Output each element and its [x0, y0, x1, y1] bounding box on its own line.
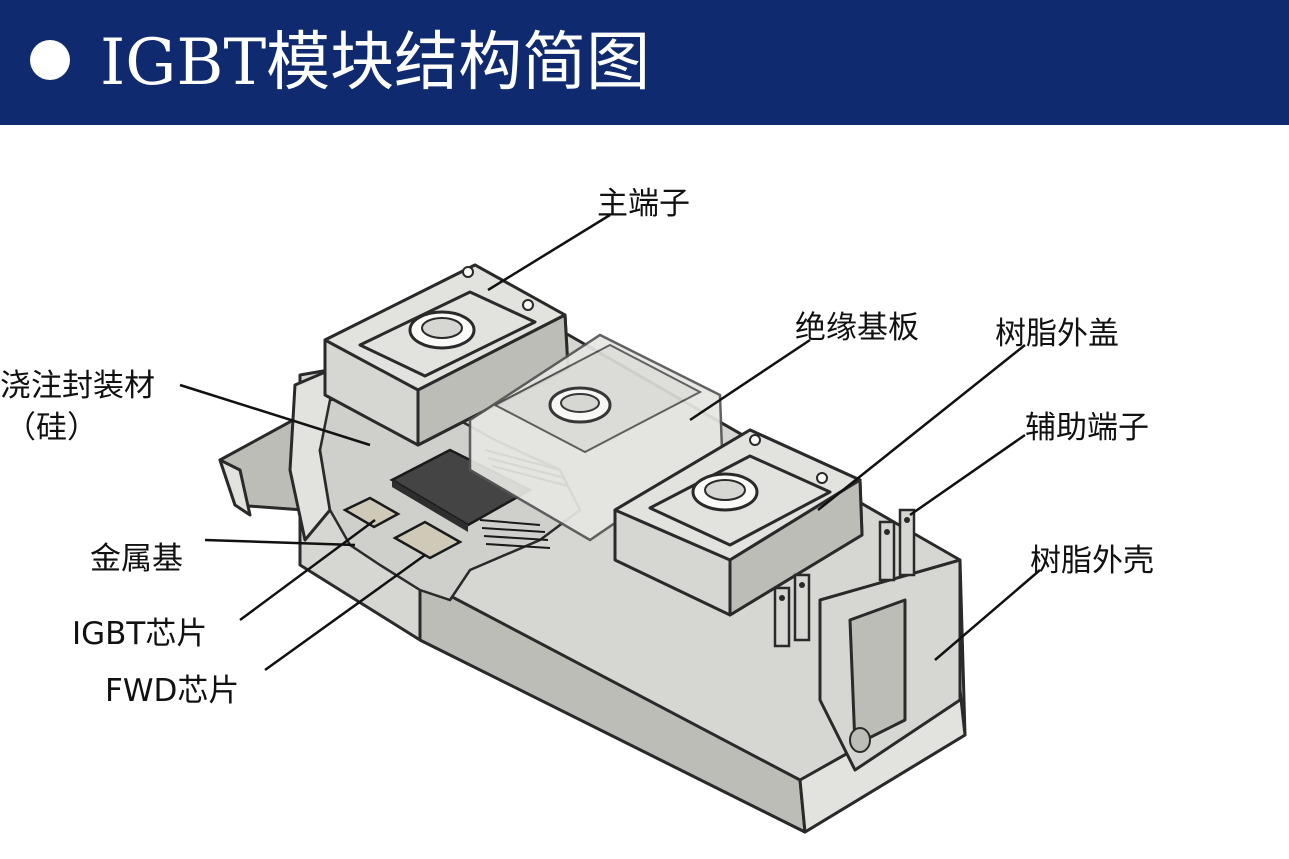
fwd-chips	[342, 496, 463, 560]
leader-lines	[179, 213, 1041, 672]
label-resin-cover: 树脂外盖	[995, 316, 1119, 352]
label-main-terminal: 主端子	[597, 186, 690, 222]
label-potting-material-sub: （硅）	[5, 410, 98, 446]
right-terminal-block	[613, 428, 864, 617]
label-fwd-chip: FWD芯片	[105, 673, 240, 709]
label-igbt-chip: IGBT芯片	[72, 616, 208, 652]
bullet-icon	[30, 40, 70, 80]
label-metal-base: 金属基	[90, 541, 183, 577]
auxiliary-pins	[773, 508, 916, 648]
left-terminal-block	[323, 263, 570, 447]
label-resin-case: 树脂外壳	[1030, 543, 1154, 579]
label-auxiliary-terminal: 辅助端子	[1025, 410, 1149, 446]
page-title: IGBT模块结构简图	[100, 26, 651, 100]
label-insulating-substrate: 绝缘基板	[795, 310, 919, 346]
title-banner: IGBT模块结构简图	[0, 0, 1289, 125]
label-potting-material: 浇注封装材	[0, 368, 155, 404]
